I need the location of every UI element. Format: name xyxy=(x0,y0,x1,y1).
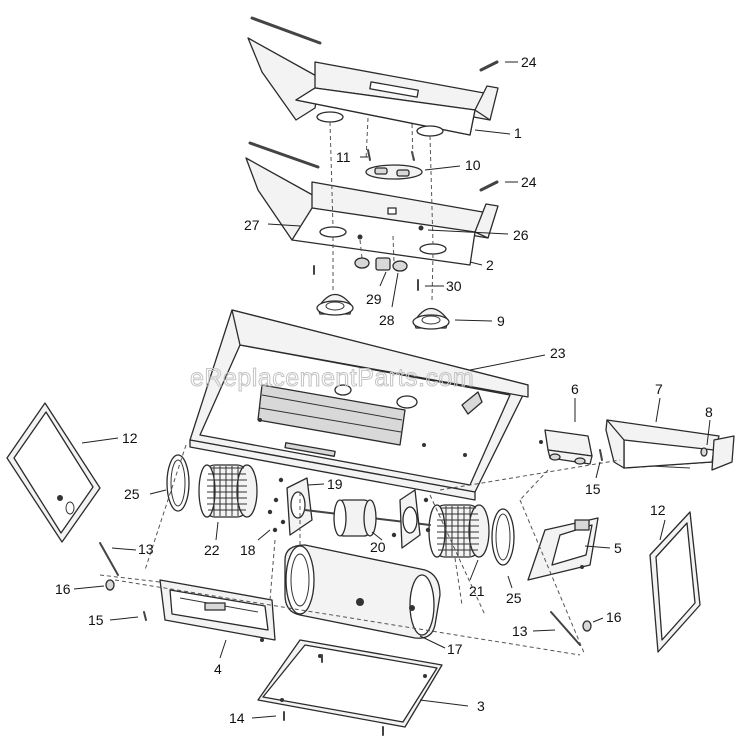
callout-24-lower: 24 xyxy=(521,174,537,190)
part-23-hood-body xyxy=(189,309,529,501)
part-28-light-socket-2 xyxy=(392,260,408,272)
callout-19: 19 xyxy=(327,476,343,492)
part-17-blower-housing xyxy=(284,544,441,639)
part-16-knob-right xyxy=(582,620,592,632)
callout-12-left: 12 xyxy=(122,430,138,446)
callout-12-right: 12 xyxy=(650,502,666,518)
callout-20: 20 xyxy=(370,539,386,555)
part-29-switch xyxy=(375,257,391,271)
callout-10: 10 xyxy=(465,157,481,173)
part-7-damper-bracket xyxy=(605,419,735,471)
part-9-lamp-housing-right xyxy=(412,307,450,330)
part-16-knob-left xyxy=(105,579,115,591)
callout-16-right: 16 xyxy=(606,609,622,625)
callout-5: 5 xyxy=(614,540,622,556)
callout-9: 9 xyxy=(497,313,505,329)
callout-29: 29 xyxy=(366,291,382,307)
callout-13-left: 13 xyxy=(138,541,154,557)
callout-25-right: 25 xyxy=(506,590,522,606)
part-25-gasket-right xyxy=(491,508,515,566)
part-15-screw-left xyxy=(143,611,147,621)
callout-28: 28 xyxy=(379,312,395,328)
callout-7: 7 xyxy=(655,381,663,397)
callout-17: 17 xyxy=(447,641,463,657)
part-24-clip-upper xyxy=(479,60,499,72)
part-11-screw xyxy=(367,149,371,161)
part-13-rod-left xyxy=(99,542,119,576)
part-10-switch-plate xyxy=(365,164,423,180)
part-5-duct-bracket xyxy=(527,517,599,581)
callout-labels: 24 1 11 10 24 27 26 2 29 30 28 9 23 6 7 … xyxy=(55,54,713,726)
callout-4: 4 xyxy=(214,661,222,677)
callout-13-right: 13 xyxy=(512,623,528,639)
callout-23: 23 xyxy=(550,345,566,361)
part-24-clip-lower xyxy=(479,180,499,192)
leader-lines xyxy=(73,61,711,719)
callout-3: 3 xyxy=(477,698,485,714)
part-12-grease-filter-right xyxy=(649,511,701,653)
callout-8: 8 xyxy=(705,404,713,420)
callout-18: 18 xyxy=(240,542,256,558)
top-stiffener-rod xyxy=(250,16,322,45)
callout-16-left: 16 xyxy=(55,581,71,597)
part-18-screw xyxy=(267,509,273,515)
callout-21: 21 xyxy=(469,583,485,599)
callout-25-left: 25 xyxy=(124,486,140,502)
callout-14: 14 xyxy=(229,710,245,726)
part-20-blower-motor xyxy=(304,489,431,549)
part-15-screw-right xyxy=(599,449,603,461)
watermark-text: eReplacementParts.com xyxy=(190,364,474,392)
part-28-light-socket xyxy=(354,257,370,269)
part-8-fastener xyxy=(700,447,708,457)
part-1-upper-bracket xyxy=(247,37,499,137)
part-18-screw-2 xyxy=(272,527,278,533)
part-4-damper-plate xyxy=(159,579,276,642)
part-21-blower-wheel-right xyxy=(428,504,490,558)
callout-30: 30 xyxy=(446,278,462,294)
middle-stiffener-rod xyxy=(248,141,320,169)
callout-1: 1 xyxy=(514,125,522,141)
part-25-gasket-left xyxy=(166,454,190,512)
callout-11: 11 xyxy=(336,149,351,165)
part-13-rod-right xyxy=(550,611,581,646)
part-22-blower-wheel-left xyxy=(198,464,258,518)
part-6-bracket xyxy=(539,429,593,465)
part-9-lamp-housing-left xyxy=(316,293,354,316)
callout-26: 26 xyxy=(513,227,529,243)
part-12-grease-filter-left xyxy=(6,402,101,543)
callout-2: 2 xyxy=(486,257,494,273)
callout-15-left: 15 xyxy=(88,612,104,628)
callout-6: 6 xyxy=(571,381,579,397)
callout-22: 22 xyxy=(204,542,220,558)
part-19-motor-bracket xyxy=(273,477,313,536)
part-3-bottom-cover xyxy=(257,639,443,728)
callout-27: 27 xyxy=(244,217,260,233)
callout-15-right: 15 xyxy=(585,481,601,497)
part-2-mounting-plate xyxy=(245,157,499,266)
callout-24: 24 xyxy=(521,54,537,70)
